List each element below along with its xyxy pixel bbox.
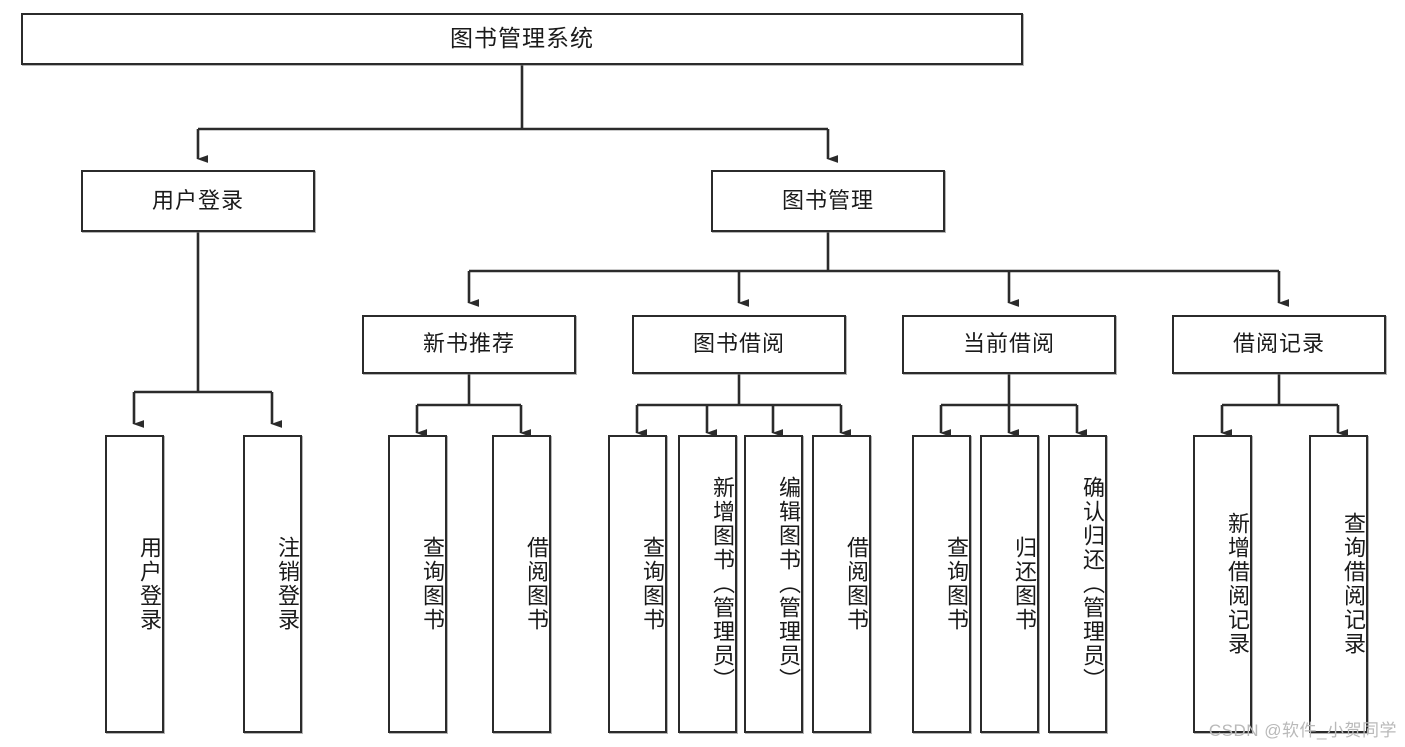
node-leaf-add-book-label: 新增图书（管理员） <box>710 476 735 692</box>
node-book-borrow[interactable]: 图书借阅 <box>632 315 846 374</box>
node-book-borrow-label: 图书借阅 <box>692 331 785 357</box>
node-leaf-query-book-2[interactable]: 查询图书 <box>608 435 667 733</box>
node-leaf-borrow-book-1-label: 借阅图书 <box>524 536 549 632</box>
node-leaf-return-book[interactable]: 归还图书 <box>980 435 1039 733</box>
node-current-borrow-label: 当前借阅 <box>962 331 1055 357</box>
node-leaf-edit-book[interactable]: 编辑图书（管理员） <box>744 435 803 733</box>
node-leaf-return-book-label: 归还图书 <box>1012 536 1037 632</box>
node-leaf-query-book-2-label: 查询图书 <box>640 536 665 632</box>
node-leaf-user-login[interactable]: 用户登录 <box>105 435 164 733</box>
node-user-login-label: 用户登录 <box>151 187 244 213</box>
node-leaf-user-logout-label: 注销登录 <box>275 536 300 632</box>
node-new-book-recommend[interactable]: 新书推荐 <box>362 315 576 374</box>
node-leaf-query-book-1[interactable]: 查询图书 <box>388 435 447 733</box>
node-new-book-recommend-label: 新书推荐 <box>422 331 515 357</box>
node-leaf-user-logout[interactable]: 注销登录 <box>243 435 302 733</box>
node-leaf-query-record-label: 查询借阅记录 <box>1341 512 1366 656</box>
node-leaf-confirm-return[interactable]: 确认归还（管理员） <box>1048 435 1107 733</box>
node-user-login[interactable]: 用户登录 <box>81 170 315 232</box>
node-leaf-confirm-return-label: 确认归还（管理员） <box>1080 476 1105 692</box>
node-leaf-borrow-book-1[interactable]: 借阅图书 <box>492 435 551 733</box>
node-leaf-borrow-book-2[interactable]: 借阅图书 <box>812 435 871 733</box>
node-leaf-borrow-book-2-label: 借阅图书 <box>844 536 869 632</box>
node-leaf-edit-book-label: 编辑图书（管理员） <box>776 476 801 692</box>
node-borrow-record[interactable]: 借阅记录 <box>1172 315 1386 374</box>
node-book-management[interactable]: 图书管理 <box>711 170 945 232</box>
node-root[interactable]: 图书管理系统 <box>21 13 1023 65</box>
node-leaf-query-book-1-label: 查询图书 <box>420 536 445 632</box>
node-leaf-add-book[interactable]: 新增图书（管理员） <box>678 435 737 733</box>
node-leaf-query-book-3[interactable]: 查询图书 <box>912 435 971 733</box>
node-leaf-add-record[interactable]: 新增借阅记录 <box>1193 435 1252 733</box>
node-borrow-record-label: 借阅记录 <box>1232 331 1325 357</box>
node-root-label: 图书管理系统 <box>450 25 594 52</box>
node-leaf-query-book-3-label: 查询图书 <box>944 536 969 632</box>
node-current-borrow[interactable]: 当前借阅 <box>902 315 1116 374</box>
node-book-management-label: 图书管理 <box>781 187 874 213</box>
node-leaf-user-login-label: 用户登录 <box>137 536 162 632</box>
watermark: CSDN @软件_小贺同学 <box>1208 721 1397 740</box>
node-leaf-add-record-label: 新增借阅记录 <box>1225 512 1250 656</box>
node-leaf-query-record[interactable]: 查询借阅记录 <box>1309 435 1368 733</box>
